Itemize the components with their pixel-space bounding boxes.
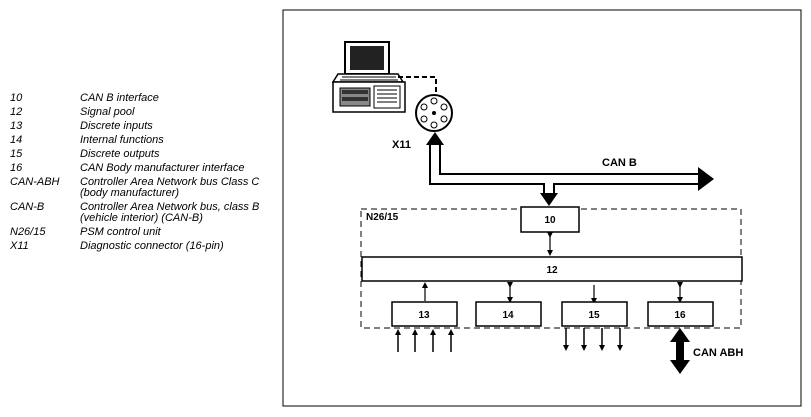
legend-code: 16 bbox=[10, 162, 23, 174]
legend-row: CAN-B Controller Area Network bus, class … bbox=[10, 202, 265, 224]
diagnostic-cable bbox=[398, 76, 437, 94]
diagnostic-connector-icon bbox=[415, 94, 453, 132]
input-arrows bbox=[395, 329, 454, 352]
legend-description: Discrete inputs bbox=[80, 120, 153, 132]
block-signal-pool bbox=[361, 256, 743, 282]
legend-code: 13 bbox=[10, 120, 23, 132]
legend-code: N26/15 bbox=[10, 226, 46, 238]
legend-description: CAN Body manufacturer interface bbox=[80, 162, 245, 174]
block-15-label: 15 bbox=[588, 310, 600, 321]
can-abh-bus bbox=[670, 328, 690, 374]
legend-description: CAN B interface bbox=[80, 92, 159, 104]
diagnostic-tester-icon bbox=[331, 41, 406, 113]
legend-row: 12 Signal pool bbox=[10, 107, 265, 118]
legend-code: 10 bbox=[10, 92, 23, 104]
legend-description: Internal functions bbox=[80, 134, 164, 146]
block-discrete-inputs bbox=[391, 301, 458, 327]
block-discrete-outputs bbox=[561, 301, 628, 327]
can-abh-label: CAN ABH bbox=[693, 347, 743, 359]
legend-row: 16 CAN Body manufacturer interface bbox=[10, 163, 265, 174]
connector-label: X11 bbox=[392, 139, 411, 151]
legend-description: Signal pool bbox=[80, 106, 135, 118]
legend-description: PSM control unit bbox=[80, 226, 161, 238]
legend-row: 10 CAN B interface bbox=[10, 93, 265, 104]
block-can-body-interface bbox=[647, 301, 714, 327]
legend-row: X11 Diagnostic connector (16-pin) bbox=[10, 241, 265, 252]
block-16-label: 16 bbox=[674, 310, 686, 321]
can-b-bus bbox=[426, 132, 714, 206]
legend-code: CAN-ABH bbox=[10, 176, 60, 188]
control-unit-label: N26/15 bbox=[366, 212, 399, 223]
legend-row: N26/15 PSM control unit bbox=[10, 227, 265, 238]
output-arrows bbox=[563, 328, 623, 351]
block-12-label: 12 bbox=[546, 265, 558, 276]
legend-code: CAN-B bbox=[10, 201, 45, 213]
block-can-b-interface bbox=[520, 206, 580, 233]
legend-description: Controller Area Network bus, class B (ve… bbox=[80, 201, 260, 224]
legend-row: 13 Discrete inputs bbox=[10, 121, 265, 132]
legend-row: CAN-ABH Controller Area Network bus Class… bbox=[10, 177, 265, 199]
diagram-frame bbox=[282, 9, 802, 407]
can-b-label: CAN B bbox=[602, 157, 637, 169]
legend-row: 15 Discrete outputs bbox=[10, 149, 265, 160]
legend-code: 15 bbox=[10, 148, 23, 160]
legend-description: Diagnostic connector (16-pin) bbox=[80, 240, 224, 252]
legend-description: Discrete outputs bbox=[80, 148, 160, 160]
legend-code: X11 bbox=[10, 240, 29, 252]
legend-code: 14 bbox=[10, 134, 23, 146]
block-13-label: 13 bbox=[418, 310, 430, 321]
legend-row: 14 Internal functions bbox=[10, 135, 265, 146]
block-10-label: 10 bbox=[544, 215, 556, 226]
legend-code: 12 bbox=[10, 106, 23, 118]
legend-description: Controller Area Network bus Class C (bod… bbox=[80, 176, 260, 199]
block-internal-functions bbox=[475, 301, 542, 327]
block-14-label: 14 bbox=[502, 310, 514, 321]
